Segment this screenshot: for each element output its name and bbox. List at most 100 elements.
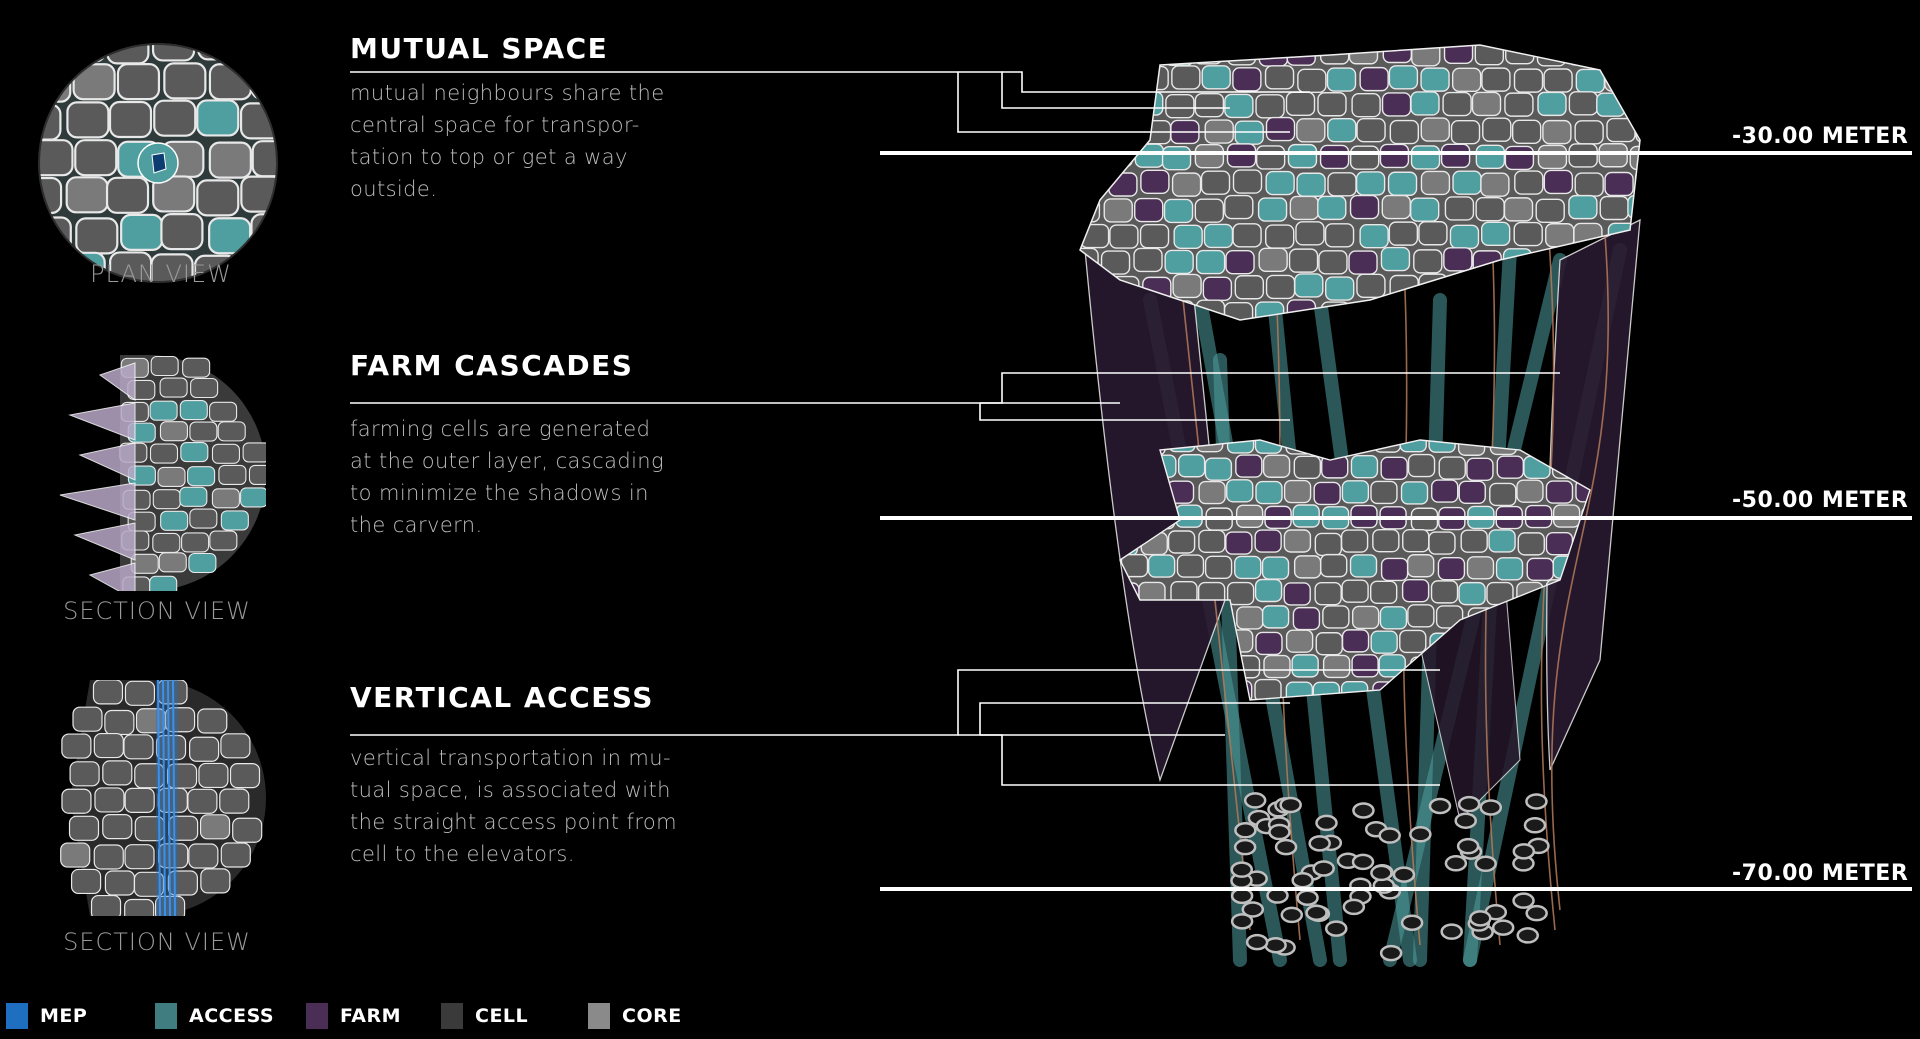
cell xyxy=(1319,45,1350,65)
farm-cascade-fin xyxy=(73,522,136,561)
cell xyxy=(1351,654,1379,678)
cell xyxy=(1537,91,1567,117)
mutual-space-title: MUTUAL SPACE xyxy=(350,32,609,65)
cell xyxy=(1418,221,1448,246)
cell xyxy=(1262,454,1291,478)
cell xyxy=(1171,172,1202,197)
cell xyxy=(124,680,156,706)
cell xyxy=(217,421,246,442)
cell xyxy=(1496,455,1524,479)
cell xyxy=(1314,581,1342,606)
core-ring xyxy=(1456,837,1480,855)
cell xyxy=(1204,555,1233,579)
core-ring xyxy=(1291,871,1314,889)
cell xyxy=(72,706,103,732)
cell xyxy=(159,421,189,442)
core-ring xyxy=(1230,861,1253,878)
cell xyxy=(66,101,110,139)
farm-section-view-label: SECTION VIEW xyxy=(63,597,251,625)
cell xyxy=(1526,557,1554,582)
cell xyxy=(1224,93,1254,119)
cell xyxy=(179,486,208,507)
cell xyxy=(68,815,100,841)
cell xyxy=(240,487,266,508)
cell xyxy=(1458,480,1486,504)
cell xyxy=(1543,169,1574,195)
cell xyxy=(1283,479,1312,504)
cell xyxy=(1537,144,1568,170)
cell xyxy=(108,100,153,139)
core-ring xyxy=(1457,795,1481,813)
core-ring xyxy=(1428,797,1452,815)
cell xyxy=(1568,194,1598,220)
cell xyxy=(1109,224,1139,249)
cell xyxy=(1265,170,1295,196)
cell xyxy=(1164,45,1194,67)
cell xyxy=(1320,553,1348,578)
cell xyxy=(116,62,161,101)
core-ring xyxy=(1312,860,1335,877)
cell xyxy=(1163,198,1194,224)
cell xyxy=(93,732,124,759)
core-ring xyxy=(1234,822,1257,839)
cell xyxy=(1598,143,1628,168)
cell xyxy=(105,176,150,214)
cell xyxy=(208,217,252,255)
cell xyxy=(189,421,218,442)
farm-wall-right xyxy=(1546,218,1641,771)
cell xyxy=(1351,605,1380,630)
cell xyxy=(220,842,251,868)
farm-section-view-circle xyxy=(30,355,266,591)
cell xyxy=(1382,300,1412,320)
legend-item-mep: MEP xyxy=(6,1002,87,1030)
cell xyxy=(1080,66,1107,91)
core-ring xyxy=(1392,866,1416,883)
legend-label: MEP xyxy=(40,1005,88,1027)
cell xyxy=(1258,45,1289,67)
cell xyxy=(1200,170,1231,195)
cell xyxy=(150,355,179,377)
cell xyxy=(1482,117,1512,142)
cell xyxy=(1574,120,1604,145)
cell xyxy=(1139,65,1169,91)
cell xyxy=(1389,119,1420,145)
cell xyxy=(1489,482,1517,507)
cell xyxy=(1254,678,1282,700)
cell xyxy=(1139,224,1170,249)
cell xyxy=(1109,118,1140,143)
description-line: central space for transpor- xyxy=(350,113,640,137)
core-ring xyxy=(1233,838,1257,856)
cell xyxy=(1409,197,1440,222)
cell xyxy=(240,175,276,213)
farm-section-cells xyxy=(119,355,266,591)
cell xyxy=(208,141,252,179)
cell xyxy=(211,488,240,509)
description-line: vertical transportation in mu- xyxy=(350,746,671,770)
cell xyxy=(181,532,210,553)
cell xyxy=(219,788,250,814)
cell xyxy=(1568,143,1598,168)
cell xyxy=(1410,91,1440,116)
core-ring xyxy=(1268,823,1291,841)
cell xyxy=(1635,118,1640,144)
cell xyxy=(1380,456,1408,481)
cell xyxy=(1173,224,1203,250)
cell xyxy=(1176,554,1205,578)
core-ring xyxy=(1516,927,1539,944)
leader-access-3 xyxy=(980,734,1440,786)
cell xyxy=(218,464,247,485)
cell xyxy=(133,871,165,897)
cell xyxy=(1265,274,1296,300)
cell xyxy=(1401,578,1430,603)
cell xyxy=(182,357,211,378)
cell xyxy=(1198,529,1226,553)
cell xyxy=(1379,606,1408,630)
cell xyxy=(1410,145,1441,170)
cell xyxy=(187,466,216,487)
cell xyxy=(1399,629,1427,654)
level-line-50m xyxy=(880,516,1912,520)
cell xyxy=(1505,45,1535,65)
mep-line xyxy=(162,680,166,916)
cell xyxy=(1326,67,1357,92)
cell xyxy=(1629,93,1640,118)
